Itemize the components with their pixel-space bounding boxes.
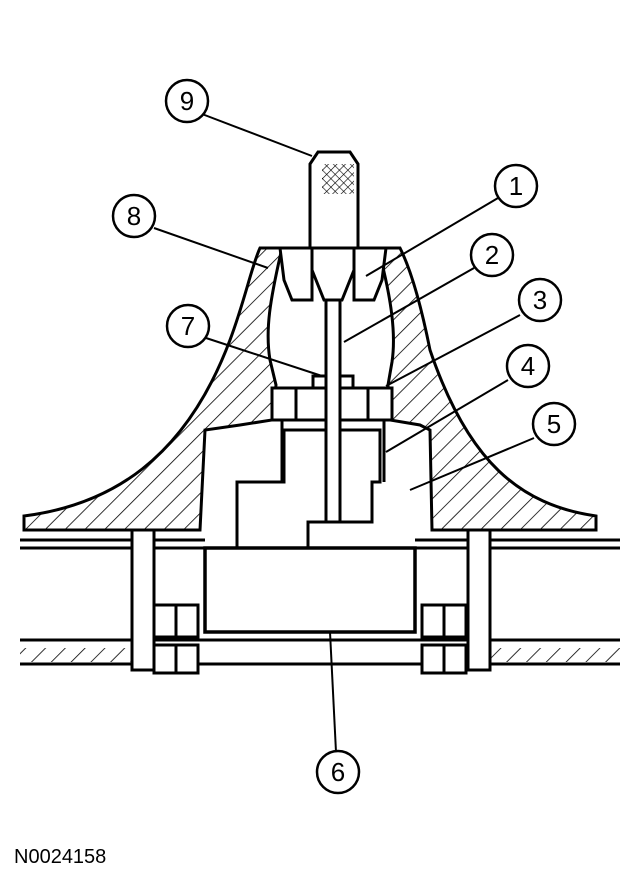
svg-text:9: 9: [180, 86, 194, 116]
svg-text:4: 4: [521, 351, 535, 381]
tool-neck: [310, 246, 356, 302]
svg-text:7: 7: [181, 311, 195, 341]
base-plate: [203, 546, 417, 634]
callout-1: 1: [493, 163, 539, 209]
callout-7: 7: [165, 303, 211, 349]
svg-text:3: 3: [533, 285, 547, 315]
svg-text:2: 2: [485, 240, 499, 270]
lower-rail-hatch-left: [20, 648, 160, 662]
svg-text:6: 6: [331, 757, 345, 787]
shaft: [324, 298, 342, 524]
lower-rail-hatch-right: [460, 648, 620, 662]
callout-3: 3: [517, 277, 563, 323]
lower-seal: [270, 386, 394, 422]
callout-6: 6: [315, 749, 361, 795]
callout-2: 2: [469, 232, 515, 278]
callout-5: 5: [531, 401, 577, 447]
callout-8: 8: [111, 193, 157, 239]
mounting-rails: [20, 538, 620, 666]
leader-lines: [153, 113, 535, 753]
bolt-right: [420, 528, 492, 675]
svg-text:5: 5: [547, 409, 561, 439]
hatched-housing: [22, 246, 598, 532]
stepped-adapter: [235, 428, 382, 548]
upper-seal: [278, 246, 388, 302]
knurled-grip: [322, 164, 354, 194]
callout-4: 4: [505, 343, 551, 389]
bolt-left: [130, 528, 200, 675]
callout-9: 9: [164, 78, 210, 124]
svg-text:1: 1: [509, 171, 523, 201]
figure-id: N0024158: [14, 846, 107, 868]
svg-text:8: 8: [127, 201, 141, 231]
